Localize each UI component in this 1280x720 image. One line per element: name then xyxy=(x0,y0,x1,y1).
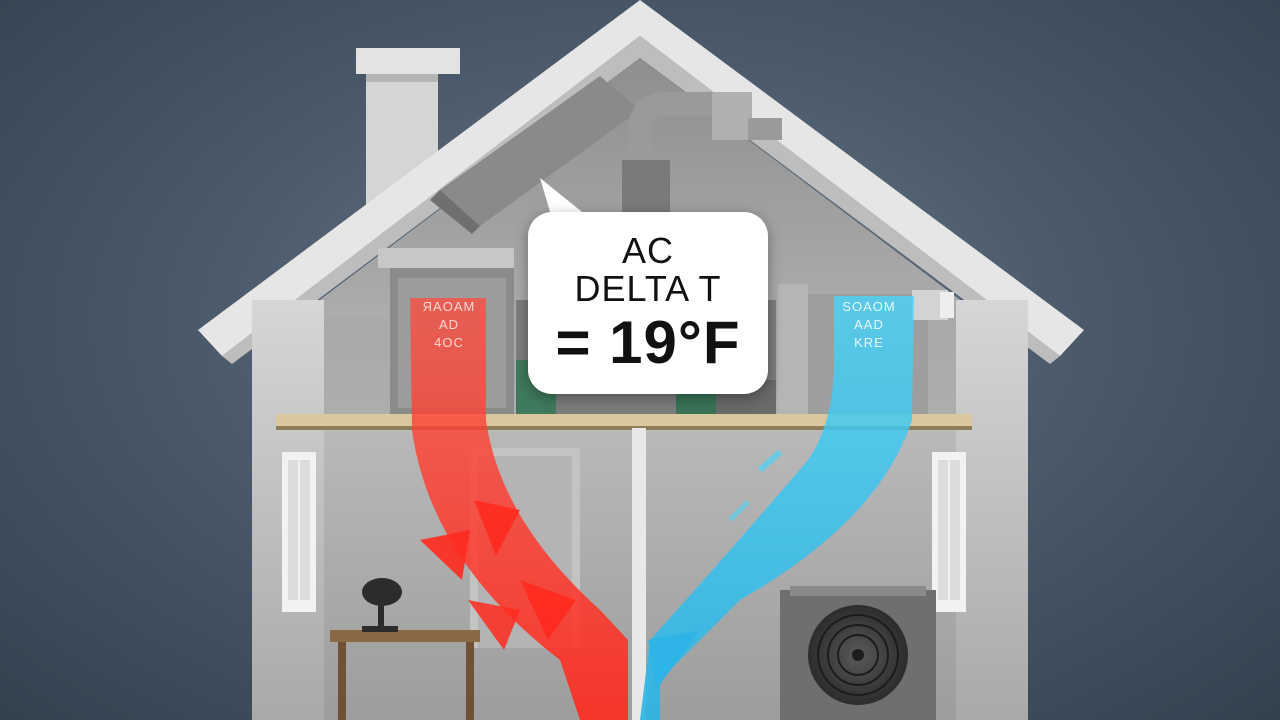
supply-air-sign-line: KRE xyxy=(854,335,884,350)
delta-t-callout: AC DELTA T = 19°F xyxy=(528,212,768,394)
callout-line-1: AC xyxy=(621,229,674,271)
hot-air-flow-arrow xyxy=(410,298,628,720)
desk xyxy=(330,630,480,720)
supply-air-sign: SOAOM AAD KRE xyxy=(826,298,912,352)
return-air-sign: ЯAOAM AD 4OC xyxy=(408,298,490,352)
supply-air-sign-line: AAD xyxy=(854,317,884,332)
center-post xyxy=(632,428,646,720)
callout-line-2: DELTA T xyxy=(574,267,722,309)
supply-air-sign-line: SOAOM xyxy=(842,299,896,314)
attic-ductwork xyxy=(430,76,782,234)
return-air-sign-line: 4OC xyxy=(434,335,464,350)
left-window xyxy=(282,452,316,612)
return-air-sign-line: ЯAOAM xyxy=(422,299,476,314)
desk-lamp xyxy=(362,578,402,632)
return-air-sign-line: AD xyxy=(438,317,460,332)
right-window xyxy=(932,452,966,612)
outdoor-condenser-unit xyxy=(780,586,936,720)
cold-air-flow-arrow xyxy=(640,296,914,720)
callout-temperature-value: = 19°F xyxy=(555,309,741,377)
